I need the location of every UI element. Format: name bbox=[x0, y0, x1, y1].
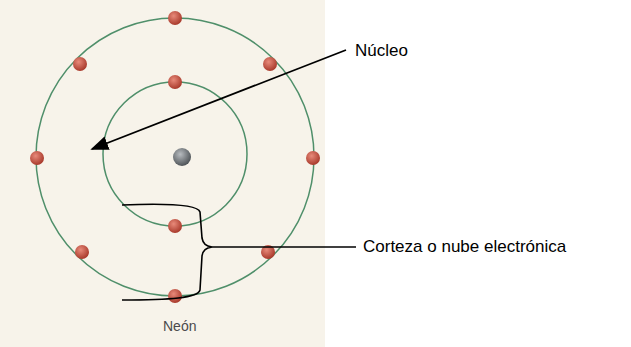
caption: Neón bbox=[161, 318, 198, 334]
leader-line bbox=[212, 246, 356, 248]
leader-arrow bbox=[92, 50, 346, 149]
part-label: Corteza o nube electrónica bbox=[360, 236, 569, 258]
nucleus bbox=[173, 148, 191, 166]
outer-shell bbox=[36, 18, 314, 296]
part-label: Núcleo bbox=[352, 40, 411, 62]
electrons bbox=[30, 11, 320, 303]
image-ground bbox=[0, 0, 325, 347]
bracket bbox=[122, 204, 212, 300]
